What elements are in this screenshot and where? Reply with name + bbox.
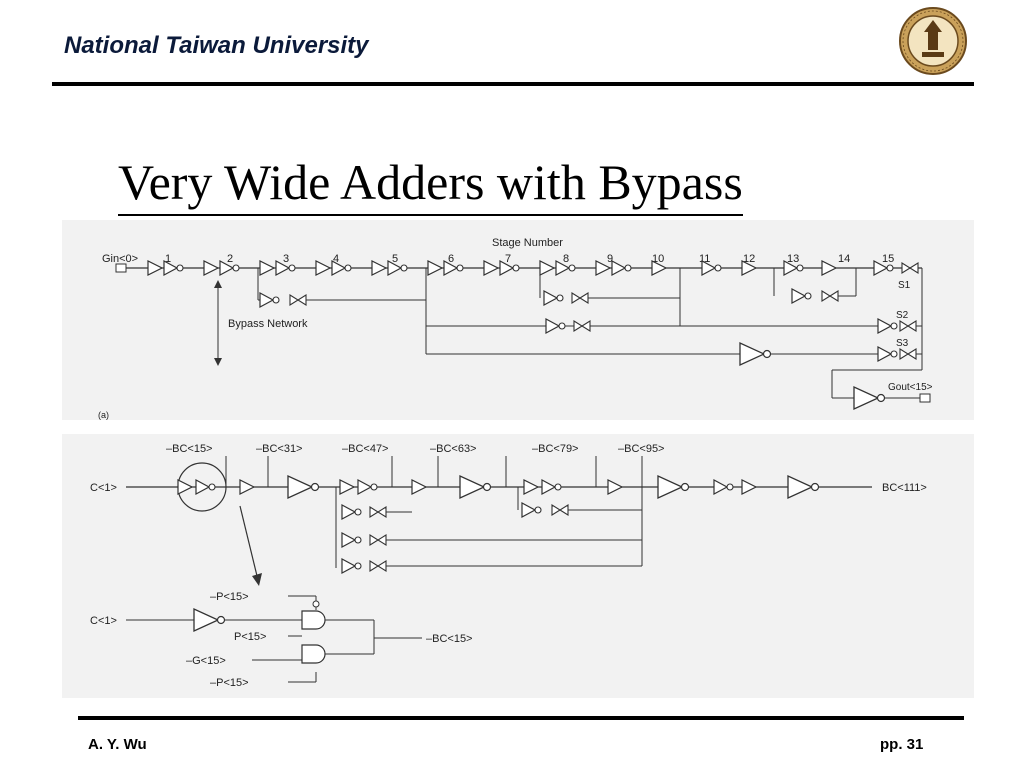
header-rule	[52, 82, 974, 86]
detail-nand-gate	[301, 644, 326, 664]
stage-label: 15	[882, 253, 894, 265]
tap-label: –BC<15>	[166, 443, 212, 455]
detail-output-label: –BC<15>	[426, 633, 472, 645]
detail-signal-label: –P<15>	[210, 677, 249, 689]
stage-label: 6	[448, 253, 454, 265]
detail-input-label: C<1>	[90, 615, 117, 627]
stage-label: 3	[283, 253, 289, 265]
detail-schematic: C<1> –P<15> P<15> –G<15> –P<15> –BC<15>	[90, 591, 472, 689]
stage-label: 8	[563, 253, 569, 265]
detail-signal-label: P<15>	[234, 631, 266, 643]
footer-rule	[78, 716, 964, 720]
switch-label: S3	[896, 338, 909, 349]
detail-signal-label: –G<15>	[186, 655, 226, 667]
stage-label: 4	[333, 253, 339, 265]
output-label: Gout<15>	[888, 382, 933, 393]
tap-label: –BC<79>	[532, 443, 578, 455]
stage-label: 12	[743, 253, 755, 265]
footer-page-number: pp. 31	[880, 736, 924, 753]
switch-label: S1	[898, 280, 911, 291]
top-input-label: Gin<0>	[102, 253, 138, 265]
stage-number-heading: Stage Number	[492, 237, 563, 249]
university-name: National Taiwan University	[64, 32, 369, 59]
tap-label: –BC<47>	[342, 443, 388, 455]
part-label: (a)	[98, 410, 109, 420]
stage-label: 13	[787, 253, 799, 265]
tap-label: –BC<95>	[618, 443, 664, 455]
top-carry-chain: Gin<0> Stage Number 1 2 3 4 5 6 7 8 9 10…	[98, 237, 933, 420]
stage-label: 2	[227, 253, 233, 265]
stage-label: 14	[838, 253, 850, 265]
footer-author: A. Y. Wu	[88, 736, 147, 753]
university-seal-logo	[899, 7, 967, 75]
switch-label: S2	[896, 310, 909, 321]
bottom-output-label: BC<111>	[882, 482, 927, 494]
bypass-network-label: Bypass Network	[228, 318, 308, 330]
slide-title: Very Wide Adders with Bypass	[118, 152, 743, 216]
stage-label: 11	[699, 253, 710, 265]
bottom-input-label: C<1>	[90, 482, 117, 494]
stage-label: 7	[505, 253, 511, 265]
detail-signal-label: –P<15>	[210, 591, 249, 603]
tap-label: –BC<31>	[256, 443, 302, 455]
stage-label: 5	[392, 253, 398, 265]
bypass-adder-diagram: Gin<0> Stage Number 1 2 3 4 5 6 7 8 9 10…	[62, 220, 974, 698]
stage-label: 9	[607, 253, 613, 265]
stage-label: 1	[165, 253, 171, 265]
bottom-carry-chain: –BC<15> –BC<31> –BC<47> –BC<63> –BC<79> …	[90, 443, 927, 689]
detail-nand-gate	[301, 610, 326, 630]
tap-label: –BC<63>	[430, 443, 476, 455]
